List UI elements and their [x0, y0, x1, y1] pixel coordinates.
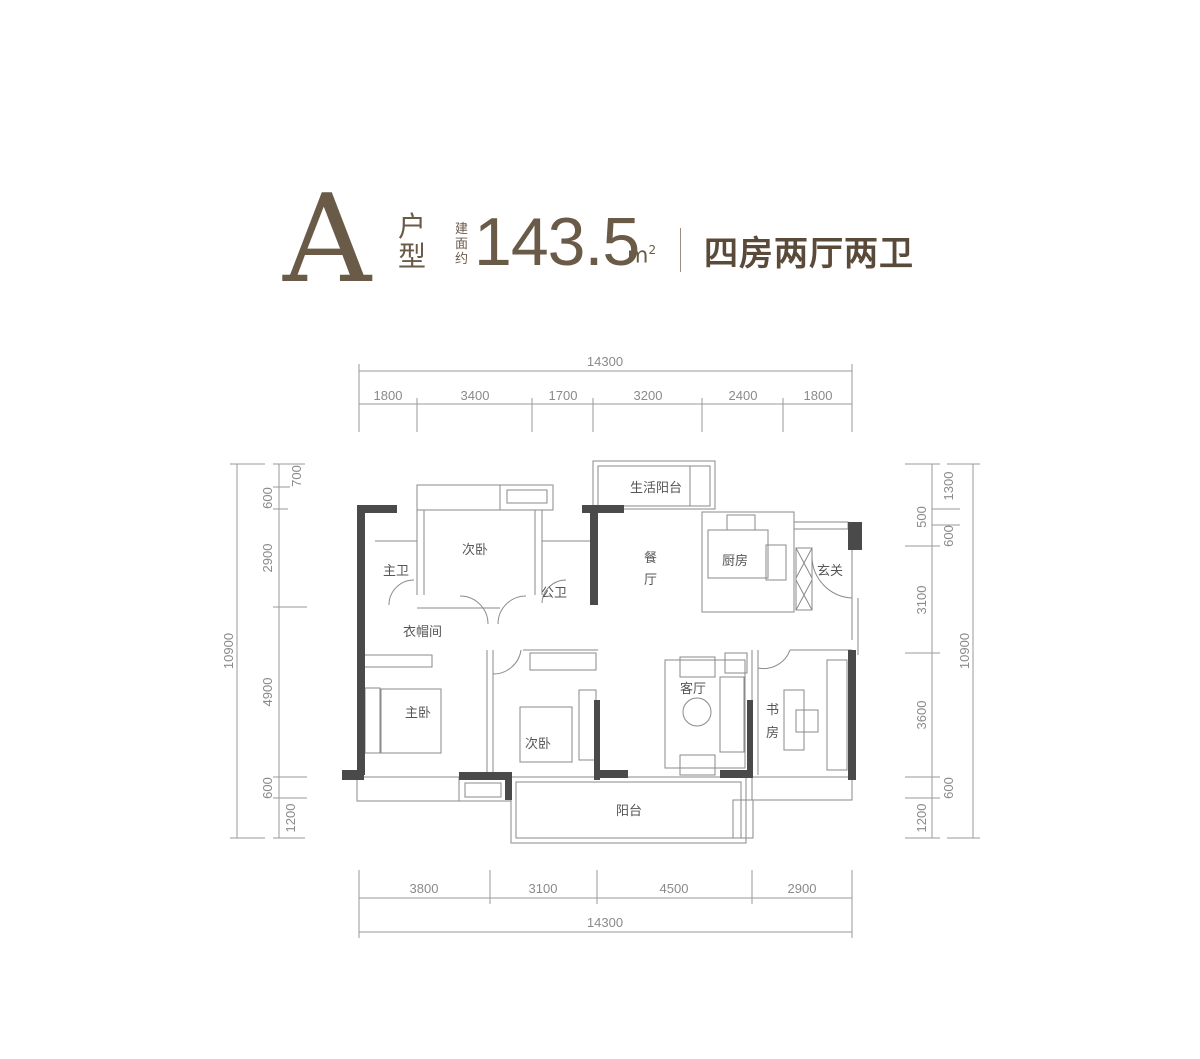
dim-top-total: 14300 — [587, 354, 623, 369]
room-public-bath: 公卫 — [541, 586, 567, 601]
room-utility-balcony: 生活阳台 — [630, 481, 682, 496]
dim-left-3: 2900 — [260, 544, 275, 573]
dim-bottom-1: 3800 — [410, 881, 439, 896]
title-divider — [680, 228, 681, 272]
room-dining-1: 餐 — [644, 550, 657, 566]
room-kitchen: 厨房 — [722, 553, 748, 569]
area-unit: m2 — [627, 243, 656, 268]
dim-top-2: 3400 — [461, 388, 490, 403]
room-dining-2: 厅 — [644, 573, 657, 588]
room-study-2: 房 — [766, 725, 779, 741]
dim-right-7: 1200 — [914, 804, 929, 833]
dim-right-total: 10900 — [957, 633, 972, 669]
dim-left-total: 10900 — [221, 633, 236, 669]
dim-right-5: 3600 — [914, 701, 929, 730]
room-closet: 衣帽间 — [403, 624, 442, 640]
dim-left-2: 600 — [260, 487, 275, 509]
room-balcony: 阳台 — [616, 804, 642, 819]
dim-left-6: 1200 — [283, 804, 298, 833]
room-entry: 玄关 — [817, 564, 843, 579]
room-labels: 主卫 次卧 公卫 生活阳台 餐 厅 厨房 玄关 衣帽间 主卧 次卧 客厅 书 房… — [383, 481, 843, 819]
room-second-bed-south: 次卧 — [525, 736, 551, 752]
unit-type-letter: A — [283, 168, 372, 310]
dim-top-4: 3200 — [634, 388, 663, 403]
thin-walls — [356, 460, 859, 844]
room-master-bed: 主卧 — [405, 706, 431, 721]
dim-right-6: 600 — [941, 777, 956, 799]
room-master-bath: 主卫 — [383, 564, 409, 579]
dim-bottom-total: 14300 — [587, 915, 623, 930]
dim-top-1: 1800 — [374, 388, 403, 403]
dim-bottom-2: 3100 — [529, 881, 558, 896]
room-second-bed-north: 次卧 — [462, 542, 488, 558]
dim-bottom-4: 2900 — [788, 881, 817, 896]
dim-top-3: 1700 — [549, 388, 578, 403]
dim-left-4: 4900 — [260, 678, 275, 707]
dim-top-6: 1800 — [804, 388, 833, 403]
dimension-lines — [230, 364, 980, 938]
dim-right-1: 1300 — [941, 472, 956, 501]
dim-left-1: 700 — [289, 465, 304, 487]
plan-header: A 户型 建面约 143.5 m2 四房两厅两卫 — [0, 0, 1200, 300]
structural-walls — [342, 505, 862, 800]
dim-right-3: 600 — [941, 525, 956, 547]
dim-right-4: 3100 — [914, 586, 929, 615]
room-study-1: 书 — [766, 703, 779, 718]
area-unit-sup: 2 — [648, 243, 657, 257]
area-label: 建面约 — [455, 222, 469, 267]
dim-bottom-3: 4500 — [660, 881, 689, 896]
room-living: 客厅 — [680, 681, 706, 697]
area-value: 143.5 — [474, 204, 640, 280]
dim-top-5: 2400 — [729, 388, 758, 403]
dim-left-5: 600 — [260, 777, 275, 799]
dim-right-2: 500 — [914, 506, 929, 528]
area-unit-base: m — [627, 243, 649, 269]
layout-description: 四房两厅两卫 — [704, 234, 914, 274]
unit-type-label: 户型 — [398, 210, 427, 273]
